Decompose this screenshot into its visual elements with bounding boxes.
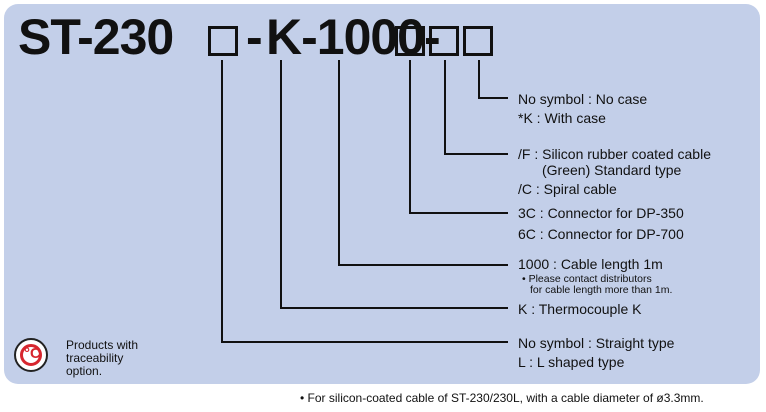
leader-line-length	[338, 60, 508, 266]
connector-option-box	[395, 26, 425, 56]
leader-line-connector	[409, 60, 508, 214]
thermocouple-label: K : Thermocouple K	[518, 301, 642, 317]
case-option-none: No symbol : No case	[518, 91, 648, 107]
shape-option-box	[208, 26, 238, 56]
leader-line-shape	[221, 60, 508, 343]
connector-option-6c: 6C : Connector for DP-700	[518, 226, 684, 242]
cable-option-box	[429, 26, 459, 56]
leader-line-cable	[444, 60, 508, 155]
case-option-with: *K : With case	[518, 110, 606, 126]
connector-option-3c: 3C : Connector for DP-350	[518, 205, 684, 221]
spec-panel	[4, 4, 760, 384]
model-code-separator: -	[246, 9, 263, 65]
thermometer-c-icon: °C	[14, 338, 48, 372]
leader-line-thermocouple	[280, 60, 508, 309]
shape-option-straight: No symbol : Straight type	[518, 335, 675, 351]
shape-option-l: L : L shaped type	[518, 354, 625, 370]
cable-option-standard: (Green) Standard type	[542, 162, 682, 178]
cable-option-spiral: /C : Spiral cable	[518, 181, 617, 197]
cable-option-silicon: /F : Silicon rubber coated cable	[518, 146, 711, 162]
footnote: • For silicon-coated cable of ST-230/230…	[300, 391, 704, 405]
case-option-box	[463, 26, 493, 56]
traceability-note: Products with traceability option.	[66, 338, 139, 378]
cable-length-note-2: for cable length more than 1m.	[530, 284, 673, 296]
cable-length-note-1: • Please contact distributors	[522, 273, 652, 285]
cable-length-label: 1000 : Cable length 1m	[518, 256, 663, 272]
model-code-prefix: ST-230	[18, 9, 174, 65]
leader-line-case	[478, 60, 508, 99]
